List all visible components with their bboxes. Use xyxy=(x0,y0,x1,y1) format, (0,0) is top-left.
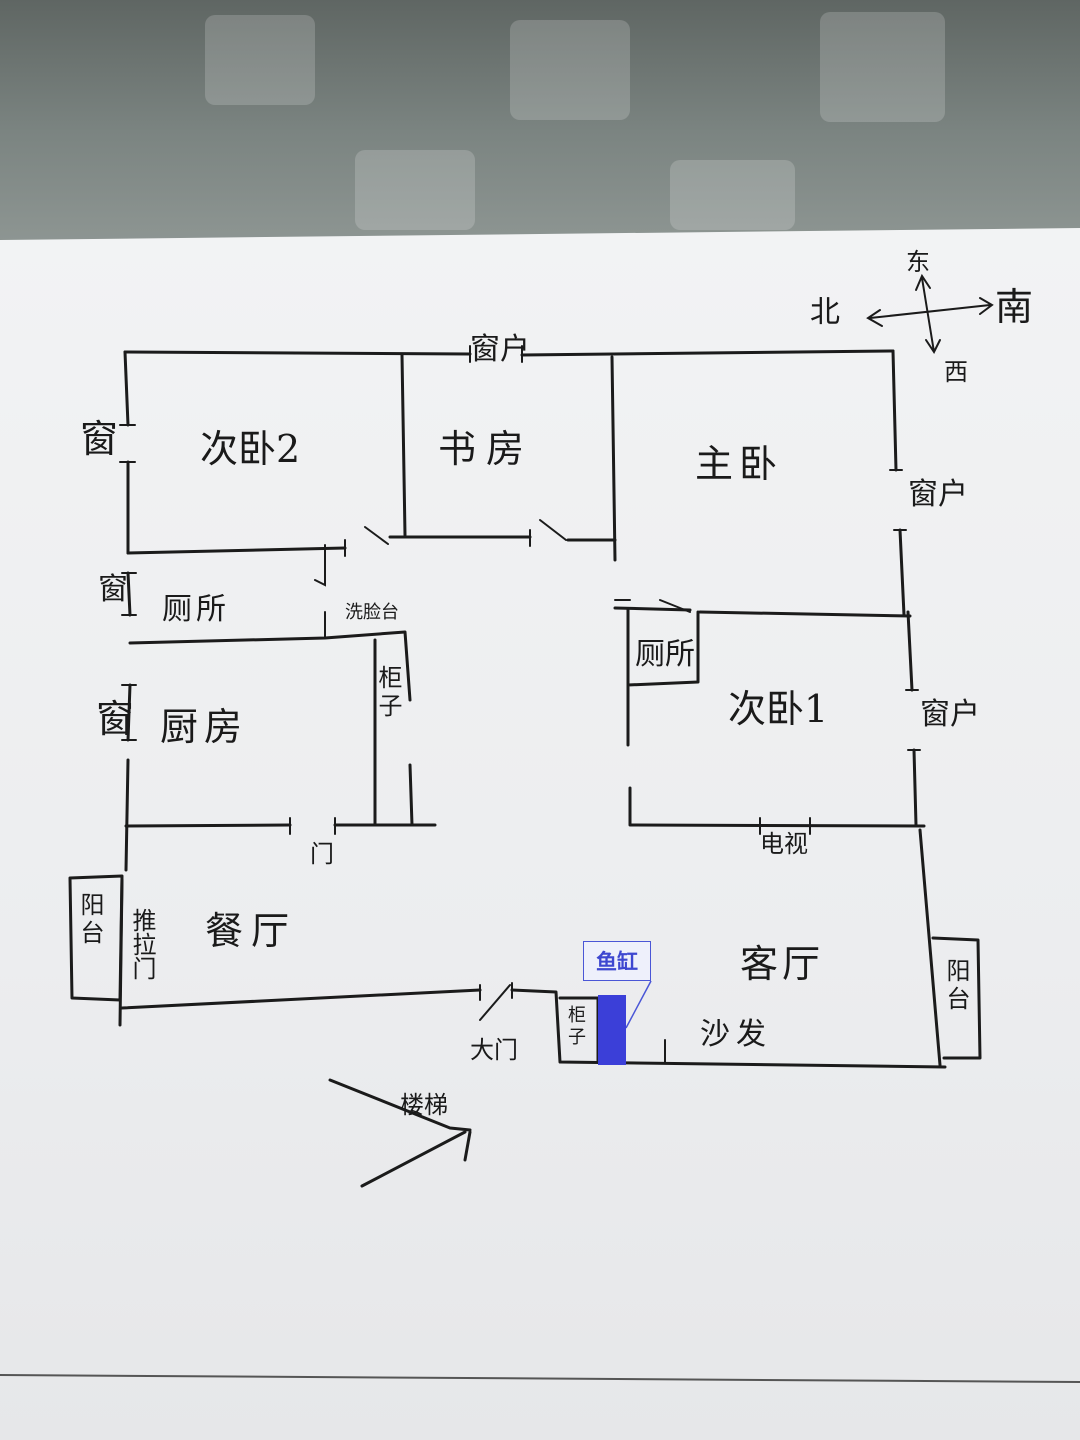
label-sliding-door: 推拉门 xyxy=(128,908,156,980)
label-wash-basin: 洗脸台 xyxy=(345,602,399,623)
compass-label-south: 南 xyxy=(995,285,1034,329)
room-label-toilet-left: 厕所 xyxy=(162,592,230,627)
fish-tank-marker[interactable] xyxy=(598,995,626,1065)
background-tile xyxy=(820,12,945,122)
door-main-swing xyxy=(479,982,513,1021)
fish-tank-label[interactable]: 鱼缸 xyxy=(583,941,651,981)
room-label-toilet-right: 厕所 xyxy=(635,637,695,672)
room-label-dining-hall: 餐厅 xyxy=(205,909,298,953)
compass-label-west: 西 xyxy=(944,358,968,386)
wall-bedroom1-bottom xyxy=(628,786,926,828)
label-window-left-1: 窗 xyxy=(80,417,119,461)
outer-wall-top xyxy=(123,349,895,357)
outer-wall-left xyxy=(118,350,132,1027)
wall-study-master xyxy=(610,355,617,562)
compass-ew-arrow xyxy=(915,273,941,354)
door-swing-bedroom2 xyxy=(344,526,389,557)
label-cabinet-entry: 柜子 xyxy=(565,1005,586,1049)
wall-bedroom2-study xyxy=(400,353,407,537)
label-balcony-left: 阳台 xyxy=(76,892,104,948)
background-tile xyxy=(670,160,795,230)
wall-toilet-bottom xyxy=(128,630,412,702)
label-window-right-1: 窗户 xyxy=(908,477,968,512)
door-ticks-kitchen xyxy=(289,817,336,835)
door-swing-bedroom1 xyxy=(614,599,691,613)
label-window-top: 窗户 xyxy=(470,332,530,367)
wall-cabinet-right xyxy=(408,763,414,827)
wall-kitchen-bottom xyxy=(124,823,437,828)
label-tv: 电视 xyxy=(760,830,808,858)
door-swing-study xyxy=(529,519,567,547)
room-label-living-room: 客厅 xyxy=(740,942,825,986)
label-window-right-2: 窗户 xyxy=(920,697,980,732)
paper-sheet xyxy=(0,228,1080,1440)
label-window-left-2: 窗 xyxy=(98,572,128,607)
outer-wall-right xyxy=(891,349,942,1067)
room-label-kitchen: 厨房 xyxy=(160,705,249,749)
photo-background xyxy=(0,0,1080,240)
room-label-bedroom2: 次卧2 xyxy=(200,427,301,471)
label-window-left-3: 窗 xyxy=(96,697,135,741)
label-cabinet-hall: 柜子 xyxy=(374,665,402,721)
outer-wall-bottom xyxy=(120,988,947,1069)
wall-bedroom1-top xyxy=(613,606,912,618)
background-tile xyxy=(355,150,475,230)
background-tile xyxy=(510,20,630,120)
label-balcony-right: 阳台 xyxy=(942,958,970,1014)
label-stairs: 楼梯 xyxy=(400,1091,448,1119)
compass-ns-arrow xyxy=(866,297,994,327)
window-ticks xyxy=(119,345,921,835)
label-main-door: 大门 xyxy=(470,1036,518,1064)
wall-toilet-right-box xyxy=(626,608,700,747)
label-door-kitchen: 门 xyxy=(310,840,334,868)
balcony-right-outline xyxy=(931,936,982,1060)
wall-study-bottom xyxy=(388,535,617,542)
stairs-lines xyxy=(328,1078,472,1188)
background-tile xyxy=(205,15,315,105)
label-sofa: 沙发 xyxy=(700,1017,772,1052)
balcony-left-outline xyxy=(68,874,124,1002)
compass-label-east: 东 xyxy=(906,248,930,276)
room-label-study: 书房 xyxy=(438,427,535,471)
paper-fold-line xyxy=(0,1374,1080,1383)
door-swing-toilet xyxy=(314,544,326,639)
compass-label-north: 北 xyxy=(810,295,840,330)
room-label-bedroom1: 次卧1 xyxy=(728,687,829,731)
room-label-master-bedroom: 主卧 xyxy=(695,442,784,486)
wall-bedroom2-bottom xyxy=(126,546,347,555)
